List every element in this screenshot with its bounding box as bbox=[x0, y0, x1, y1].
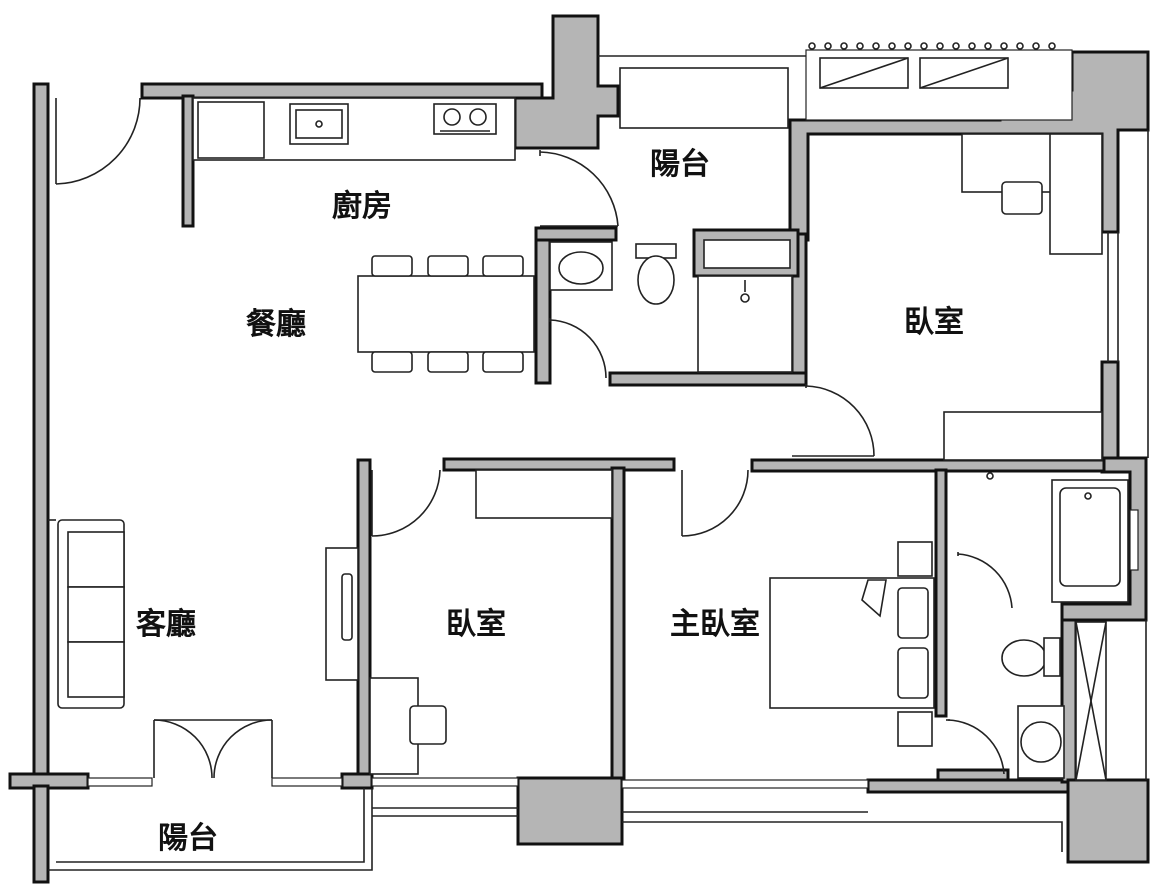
bath-sink-counter bbox=[549, 241, 613, 291]
wall-left-outer bbox=[32, 82, 50, 786]
bathroom-upper bbox=[549, 241, 793, 373]
wall-right-mid bbox=[1100, 360, 1120, 474]
room-labels: 廚房 餐廳 陽台 臥室 客廳 臥室 主臥室 陽台 bbox=[136, 147, 964, 856]
wall-top-kitchen bbox=[140, 82, 544, 100]
window-tick bbox=[904, 42, 912, 50]
window-tick bbox=[1032, 42, 1040, 50]
label-living: 客廳 bbox=[136, 607, 196, 642]
window-tick bbox=[808, 42, 816, 50]
bedroom-middle-furniture bbox=[369, 469, 613, 775]
window-tick bbox=[1048, 42, 1056, 50]
wall-bedroom-master bbox=[610, 466, 626, 782]
window-bottom-left bbox=[87, 777, 153, 787]
window-tick bbox=[920, 42, 928, 50]
window-tick bbox=[888, 42, 896, 50]
burner-left bbox=[443, 108, 461, 126]
sink-master bbox=[1020, 721, 1062, 763]
label-bedroom-middle: 臥室 bbox=[446, 607, 506, 642]
desk-chair bbox=[1001, 181, 1043, 215]
dining-table bbox=[357, 275, 535, 353]
label-bedroom-right: 臥室 bbox=[904, 305, 964, 340]
toilet-master-tank bbox=[1043, 637, 1061, 677]
bath-sink bbox=[558, 251, 604, 285]
window-tick bbox=[952, 42, 960, 50]
column-bottom-mid bbox=[516, 776, 624, 846]
nightstand bbox=[897, 711, 933, 747]
windows bbox=[48, 49, 1149, 871]
bathtub bbox=[1051, 479, 1129, 603]
chair bbox=[427, 255, 469, 277]
wall-bath-upper-bottom bbox=[608, 371, 808, 387]
label-kitchen: 廚房 bbox=[332, 189, 392, 224]
wall-living-bedroom bbox=[356, 458, 372, 780]
wall-kitchen-partition bbox=[181, 94, 195, 228]
master-bath-fixtures bbox=[986, 472, 1129, 781]
living-furniture bbox=[57, 519, 359, 709]
chair bbox=[371, 351, 413, 373]
wall-bath-upper-left bbox=[534, 226, 552, 385]
window-tick bbox=[840, 42, 848, 50]
column-bottom-right bbox=[1066, 778, 1150, 864]
window-tick bbox=[1000, 42, 1008, 50]
chair bbox=[427, 351, 469, 373]
window-tick bbox=[824, 42, 832, 50]
window-ticks bbox=[808, 42, 1056, 50]
wall-bottom-mid bbox=[340, 772, 374, 790]
bedroom-right-furniture bbox=[943, 133, 1103, 461]
storage-cabinet bbox=[703, 239, 791, 269]
window-bath-right bbox=[1129, 509, 1139, 571]
nightstand bbox=[897, 541, 933, 577]
burner-right bbox=[469, 108, 487, 126]
toilet-master bbox=[1001, 639, 1047, 677]
tv bbox=[341, 573, 353, 641]
bed-fold bbox=[861, 579, 887, 618]
master-bedroom-furniture bbox=[769, 541, 935, 747]
fridge bbox=[197, 101, 265, 159]
label-balcony-top: 陽台 bbox=[650, 147, 710, 182]
cabinet-lower bbox=[943, 411, 1103, 461]
shower-head bbox=[740, 293, 750, 303]
chair bbox=[482, 351, 524, 373]
wall-mid-horizontal-a bbox=[442, 457, 676, 472]
chair bbox=[482, 255, 524, 277]
wall-bottom-right bbox=[866, 778, 1070, 794]
window-bottom-master bbox=[621, 779, 869, 789]
wardrobe bbox=[1049, 133, 1103, 255]
window-tick bbox=[856, 42, 864, 50]
doors bbox=[55, 97, 1013, 779]
wardrobe-middle bbox=[475, 469, 613, 519]
desk-chair-middle bbox=[409, 705, 447, 745]
window-bottom-left-2 bbox=[271, 777, 343, 787]
window-tick bbox=[968, 42, 976, 50]
pillow bbox=[897, 647, 929, 699]
wall-right-lower bbox=[1060, 456, 1148, 622]
window-tick bbox=[936, 42, 944, 50]
vanity-master bbox=[1017, 705, 1065, 779]
pillow bbox=[897, 587, 929, 639]
label-balcony-bottom: 陽台 bbox=[158, 821, 218, 856]
window-tick bbox=[872, 42, 880, 50]
wall-bath-upper-top bbox=[534, 226, 618, 242]
label-dining: 餐廳 bbox=[246, 307, 306, 342]
wall-bath-bottom-small bbox=[936, 768, 1010, 782]
window-tick bbox=[1016, 42, 1024, 50]
wall-bottom-left-stub bbox=[32, 784, 50, 884]
column-top bbox=[513, 14, 620, 150]
stove bbox=[433, 103, 497, 135]
kitchen-fixtures bbox=[192, 97, 516, 161]
dining-table-group bbox=[357, 255, 535, 373]
window-bottom-bedroom bbox=[371, 777, 519, 787]
toilet bbox=[637, 255, 675, 305]
balcony-top-counter bbox=[619, 67, 789, 129]
window-tick bbox=[984, 42, 992, 50]
wall-mid-horizontal-b bbox=[750, 458, 1106, 473]
wall-master-bath bbox=[934, 468, 948, 718]
label-master-bedroom: 主臥室 bbox=[670, 607, 760, 642]
chair bbox=[371, 255, 413, 277]
